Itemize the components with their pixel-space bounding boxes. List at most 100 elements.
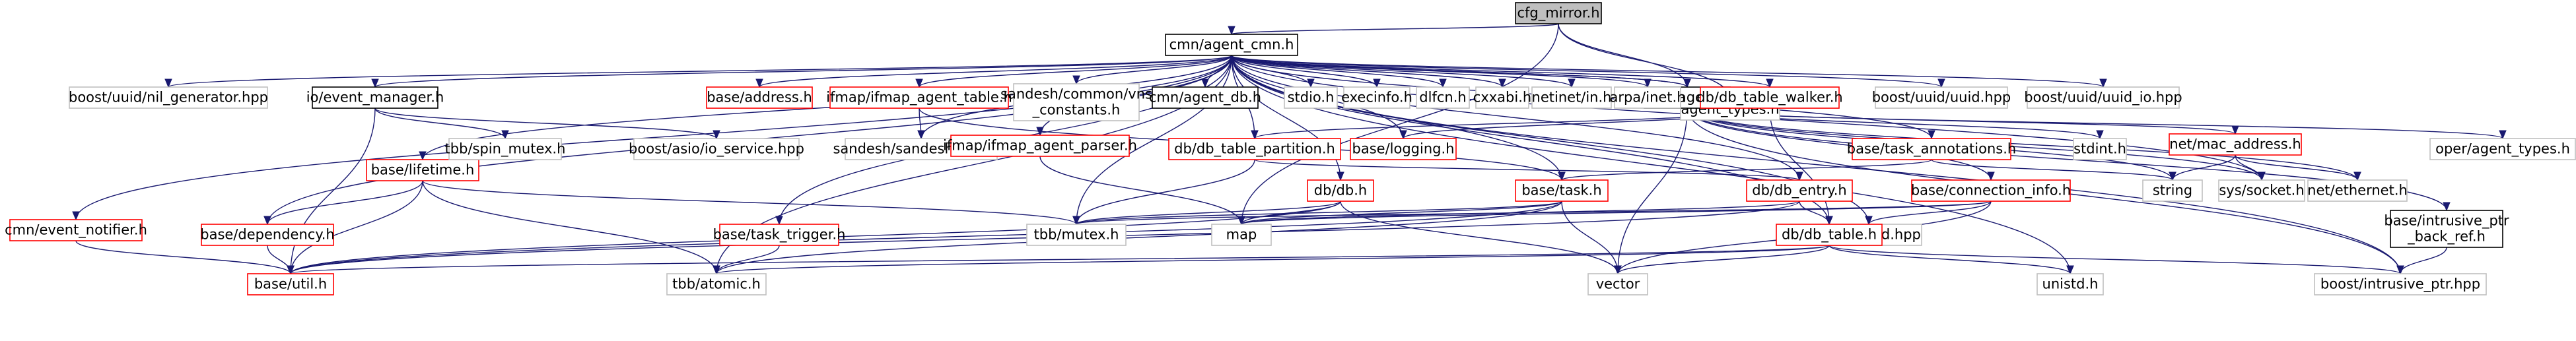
node-sys_socket[interactable]: sys/socket.h: [2218, 179, 2305, 202]
arrowhead: [2353, 171, 2361, 181]
node-label: ifmap/ifmap_agent_table.h: [826, 90, 1012, 106]
node-event_notifier[interactable]: cmn/event_notifier.h: [5, 219, 147, 241]
edge-line: [1241, 23, 1559, 225]
arrowhead: [1683, 78, 1691, 88]
node-task_annotations[interactable]: base/task_annotations.h: [1847, 138, 2016, 160]
node-label: cmn/event_notifier.h: [5, 222, 147, 239]
node-event_manager[interactable]: io/event_manager.h: [306, 86, 444, 109]
arrowhead: [1987, 171, 1995, 181]
node-cxxabi[interactable]: cxxabi.h: [1473, 86, 1531, 109]
node-map[interactable]: map: [1211, 224, 1272, 246]
node-uuid_hpp[interactable]: boost/uuid/uuid.hpp: [1872, 86, 2011, 109]
node-cfg_mirror[interactable]: cfg_mirror.h: [1515, 2, 1602, 24]
edge-db_table-to-intrusive_ptr: [1828, 245, 2404, 275]
arrowhead: [1201, 78, 1209, 88]
arrowhead: [713, 265, 720, 275]
edge-line: [716, 245, 1830, 274]
node-intrusive_ptr[interactable]: boost/intrusive_ptr.hpp: [2314, 273, 2487, 295]
edge-agent_cmn-to-base_address: [755, 55, 1232, 88]
arrowhead: [1928, 130, 1935, 140]
node-db_table_partition[interactable]: db/db_table_partition.h: [1168, 138, 1341, 160]
node-label: tbb/atomic.h: [672, 276, 761, 292]
arrowhead: [1228, 26, 1236, 36]
node-box: [1911, 179, 2071, 202]
edge-line: [75, 240, 291, 274]
edge-agent_cmn-to-netinet_in: [1231, 55, 1576, 88]
node-tbb_atomic[interactable]: tbb/atomic.h: [666, 273, 767, 295]
node-box: [2169, 133, 2302, 156]
node-db_table[interactable]: db/db_table.h: [1776, 224, 1883, 246]
node-vector[interactable]: vector: [1587, 273, 1648, 295]
arrowhead: [164, 78, 172, 88]
node-dlfcn[interactable]: dlfcn.h: [1416, 86, 1470, 109]
node-ifmap_agent_parser[interactable]: ifmap/ifmap_agent_parser.h: [943, 135, 1137, 157]
edge-line: [1231, 55, 1688, 88]
node-execinfo[interactable]: execinfo.h: [1341, 86, 1412, 109]
arrowhead: [1498, 78, 1506, 88]
node-task_trigger[interactable]: base/task_trigger.h: [713, 224, 846, 246]
node-label: vector: [1596, 276, 1640, 292]
node-label: boost/uuid/uuid_io.hpp: [2024, 90, 2182, 106]
arrowhead: [1614, 265, 1622, 275]
node-oper_agent_types[interactable]: oper/agent_types.h: [2429, 138, 2576, 160]
edge-agent_cmn-to-uuid_io: [1231, 55, 2107, 88]
edge-line: [1076, 55, 1232, 225]
node-uuid_io[interactable]: boost/uuid/uuid_io.hpp: [2024, 86, 2182, 109]
node-intrusive_back_ref[interactable]: base/intrusive_ptr_back_ref.h: [2384, 210, 2509, 248]
node-base_util[interactable]: base/util.h: [247, 273, 334, 295]
node-box: [1776, 224, 1883, 246]
node-box: [706, 86, 813, 109]
node-label: base/logging.h: [1352, 141, 1455, 157]
edge-line: [1076, 159, 1255, 225]
edge-ifmap_agent_table-to-sandesh_trace: [917, 108, 925, 140]
node-tbb_mutex[interactable]: tbb/mutex.h: [1026, 224, 1127, 246]
node-netinet_in[interactable]: netinet/in.h: [1531, 86, 1612, 109]
node-label: io/event_manager.h: [306, 90, 444, 106]
node-base_address[interactable]: base/address.h: [706, 86, 813, 109]
node-db_entry[interactable]: db/db_entry.h: [1746, 179, 1853, 202]
node-label: netinet/in.h: [1532, 90, 1612, 106]
node-db_h[interactable]: db/db.h: [1307, 179, 1374, 202]
node-base_dependency[interactable]: base/dependency.h: [200, 224, 335, 246]
node-stdio[interactable]: stdio.h: [1284, 86, 1338, 109]
node-box: [366, 159, 479, 181]
node-box: [247, 273, 334, 295]
node-sandesh_vns[interactable]: sandesh/common/vns_constants.h: [1000, 83, 1152, 121]
edge-event_manager-to-base_util: [287, 108, 376, 275]
node-box: [1852, 138, 2011, 160]
node-stdint[interactable]: stdint.h: [2073, 138, 2127, 160]
node-box: [2390, 210, 2503, 248]
node-tbb_spin_mutex[interactable]: tbb/spin_mutex.h: [445, 138, 566, 160]
edge-db_table-to-unistd: [1828, 245, 2074, 275]
node-net_ethernet[interactable]: net/ethernet.h: [2307, 179, 2408, 202]
node-string[interactable]: string: [2142, 179, 2203, 202]
edge-task_annotations-to-string: [1931, 159, 2176, 181]
edge-agent_cmn-to-uuid_hpp: [1231, 55, 1945, 88]
node-asio_io_service[interactable]: boost/asio/io_service.hpp: [629, 138, 804, 160]
node-box: [9, 219, 143, 241]
edge-base_lifetime-to-tbb_atomic: [422, 180, 720, 275]
node-uuid_nil[interactable]: boost/uuid/nil_generator.hpp: [69, 86, 268, 109]
node-unistd[interactable]: unistd.h: [2036, 273, 2104, 295]
node-ifmap_agent_table[interactable]: ifmap/ifmap_agent_table.h: [826, 86, 1012, 109]
node-db_table_walker[interactable]: db/db_table_walker.h: [1696, 86, 1843, 109]
edge-base_task-to-base_util: [287, 201, 1562, 275]
node-base_logging[interactable]: base/logging.h: [1350, 138, 1457, 160]
node-label: base/util.h: [254, 276, 327, 292]
node-agent_db[interactable]: cmn/agent_db.h: [1149, 86, 1261, 109]
node-label: _constants.h: [1032, 102, 1121, 119]
node-box: [1343, 86, 1410, 109]
node-box: [2314, 273, 2487, 295]
edge-event_manager-to-tbb_spin_mutex: [374, 108, 509, 140]
arrowhead: [1795, 171, 1803, 181]
node-arpa_inet[interactable]: arpa/inet.h: [1609, 86, 1686, 109]
node-box: [2429, 138, 2576, 160]
edge-agent_cmn-to-ifmap_agent_table: [915, 55, 1232, 88]
node-base_task[interactable]: base/task.h: [1515, 179, 1609, 202]
node-box: [829, 86, 1009, 109]
node-connection_info[interactable]: base/connection_info.h: [1911, 179, 2071, 202]
node-agent_cmn[interactable]: cmn/agent_cmn.h: [1165, 34, 1298, 56]
node-net_mac_address[interactable]: net/mac_address.h: [2169, 133, 2302, 156]
node-base_lifetime[interactable]: base/lifetime.h: [366, 159, 479, 181]
edge-db_table_walker-to-db_table: [1769, 108, 1833, 226]
